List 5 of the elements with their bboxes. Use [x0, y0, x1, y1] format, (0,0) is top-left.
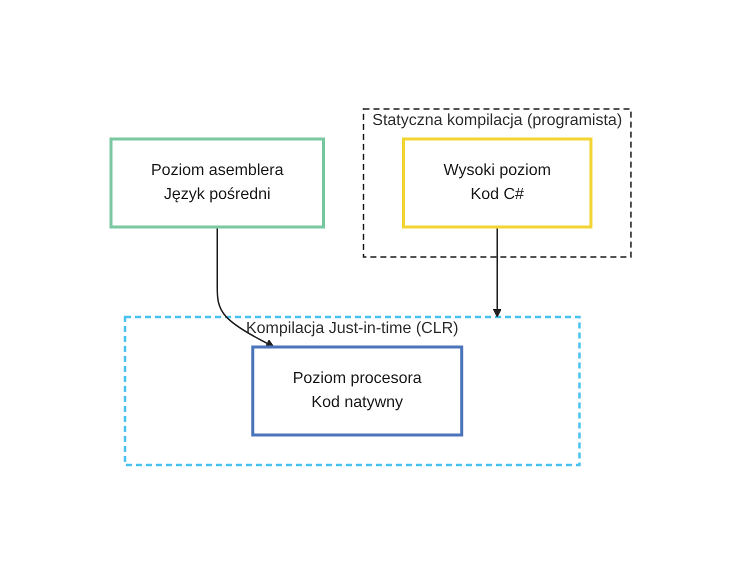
- arrow: [216, 227, 274, 348]
- arrow: [492, 227, 502, 318]
- node-box: Poziom procesora Kod natywny: [251, 346, 464, 436]
- node-box: Poziom asemblera Język pośredni: [110, 138, 326, 228]
- node-box: Wysoki poziom Kod C#: [402, 138, 592, 228]
